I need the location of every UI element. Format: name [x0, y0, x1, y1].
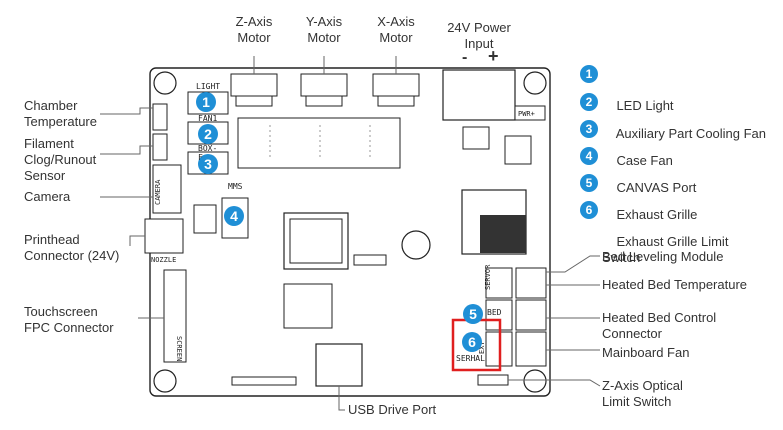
label-touchscreen-fpc: Touchscreen FPC Connector — [24, 304, 114, 335]
label-z-axis-motor: Z-Axis Motor — [235, 14, 273, 45]
leader-chamber — [100, 107, 153, 115]
nozzle-silk: NOZZLE — [151, 256, 176, 264]
mounting-hole — [153, 369, 177, 393]
label-printhead-connector: Printhead Connector (24V) — [24, 232, 120, 263]
marker-5-badge: 5 — [463, 304, 483, 324]
label-y-axis-motor: Y-Axis Motor — [305, 14, 343, 45]
legend-label-1: LED Light — [616, 98, 674, 113]
leader-bed-leveling — [546, 255, 600, 273]
power-plus-sign: + — [488, 46, 499, 66]
label-usb-drive-port: USB Drive Port — [348, 402, 437, 417]
regulator — [504, 135, 532, 165]
marker-4-silk: MMS — [228, 182, 243, 191]
legend-badge-5: 5 — [580, 174, 598, 192]
marker-2-badge: 2 — [198, 124, 218, 144]
bed-leveling-connector — [515, 267, 547, 299]
legend-label-5: Exhaust Grille — [616, 207, 698, 222]
marker-2: FAN1 2 — [198, 114, 218, 144]
printhead-connector — [144, 218, 184, 254]
legend-item-5: 5 Exhaust Grille — [580, 174, 698, 239]
marker-1-silk: LIGHT — [196, 82, 221, 91]
capacitor — [401, 230, 431, 260]
mounting-hole — [523, 71, 547, 95]
legend-label-4: CANVAS Port — [616, 180, 697, 195]
mounting-hole — [153, 71, 177, 95]
legend-badge-3: 3 — [580, 120, 598, 138]
z-optical-switch — [477, 374, 509, 386]
marker-2-silk: FAN1 — [198, 114, 218, 123]
memory-chip — [283, 283, 333, 329]
marker-1: LIGHT 1 — [196, 82, 220, 112]
leader-usb — [338, 386, 345, 411]
usb-port — [315, 343, 363, 387]
label-camera: Camera — [24, 189, 71, 204]
screen-silk: SCREEN — [175, 336, 183, 361]
label-x-axis-motor: X-Axis Motor — [377, 14, 415, 45]
legend-badge-2: 2 — [580, 93, 598, 111]
power-minus-sign: - — [462, 49, 468, 66]
marker-3: BOX-F 3 — [198, 144, 218, 174]
legend-badge-1: 1 — [580, 65, 598, 83]
camera-connector — [152, 164, 182, 214]
z-motor-connector — [230, 73, 278, 107]
chamber-temp-connector — [152, 103, 168, 131]
legend-badge-6: 6 — [580, 201, 598, 219]
legend-badge-4: 4 — [580, 147, 598, 165]
marker-5-silk: BED — [487, 308, 502, 317]
mounting-hole — [523, 369, 547, 393]
label-bed-leveling-module: Bed Leveling Module — [602, 249, 724, 264]
marker-3-silk: BOX-F — [198, 144, 218, 162]
marker-6-badge: 6 — [462, 332, 482, 352]
legend-label-3: Case Fan — [616, 153, 673, 168]
driver-heatsink-area — [237, 117, 401, 169]
label-heated-bed-temperature: Heated Bed Temperature — [602, 277, 748, 292]
marker-1-badge: 1 — [196, 92, 216, 112]
legend-item-1: 1 LED Light — [580, 65, 674, 130]
leader-filament — [100, 145, 153, 155]
label-24v-power-input: 24V Power Input — [447, 20, 511, 51]
marker-3-badge: 3 — [198, 154, 218, 174]
label-z-axis-optical-limit: Z-Axis Optical Limit Switch — [602, 378, 683, 409]
heated-bed-temp-connector — [515, 299, 547, 331]
marker-4-badge: 4 — [224, 206, 244, 226]
servor-silk: SERVOR — [484, 264, 492, 290]
ext-silk: EXT — [478, 341, 486, 354]
power-input-connector — [442, 69, 516, 121]
legend-label-2: Auxiliary Part Cooling Fan — [615, 126, 767, 141]
pwr-silk: PWR+ — [518, 110, 535, 118]
label-chamber-temperature: Chamber Temperature — [24, 98, 97, 129]
screen-fpc-connector — [163, 269, 187, 363]
leader-printhead — [129, 235, 145, 246]
legend-item-2: 2 Auxiliary Part Cooling Fan — [580, 93, 767, 158]
marker-5: BED 5 — [463, 304, 501, 324]
marker-6: SERHAL 6 — [456, 332, 485, 363]
marker-6-silk: SERHAL — [456, 354, 485, 363]
legend-item-4: 4 CANVAS Port — [580, 147, 697, 212]
legend-label-6: Exhaust Grille Limit Switch — [602, 234, 729, 265]
legend-item-6: 6 Exhaust Grille Limit Switch — [580, 201, 729, 282]
heated-bed-control-connector — [515, 331, 547, 367]
camera-silk: CAMERA — [154, 179, 162, 205]
leader-z-optical — [508, 379, 601, 387]
label-filament-sensor: Filament Clog/Runout Sensor — [24, 136, 97, 183]
filament-connector — [152, 133, 168, 161]
x-motor-connector — [372, 73, 420, 107]
label-heated-bed-control: Heated Bed Control Connector — [602, 310, 717, 341]
y-motor-connector — [300, 73, 348, 107]
legend-item-3: 3 Case Fan — [580, 120, 673, 185]
main-processor — [283, 212, 349, 270]
label-mainboard-fan: Mainboard Fan — [602, 345, 690, 360]
marker-4: MMS 4 — [224, 182, 244, 226]
